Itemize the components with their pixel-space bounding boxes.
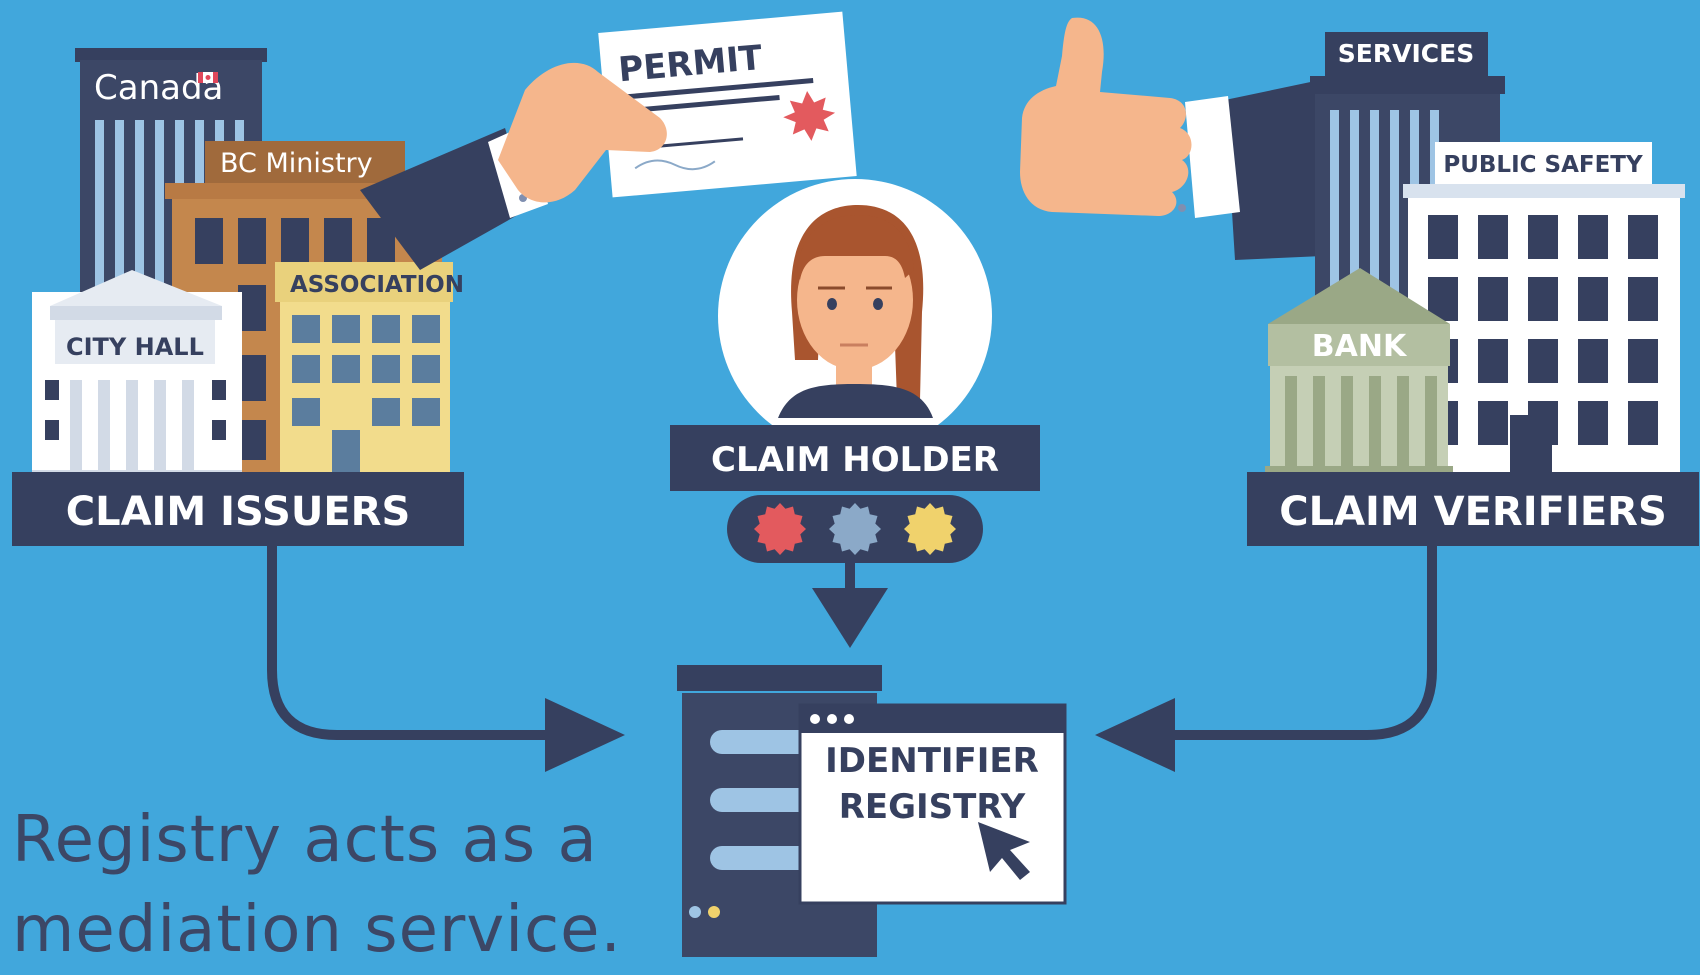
verifiers-to-registry-line	[1150, 545, 1437, 740]
thumbs-up-icon	[1020, 17, 1192, 216]
registry-window: IDENTIFIER REGISTRY	[798, 703, 1067, 905]
claim-verifiers-label: CLAIM VERIFIERS	[1279, 489, 1667, 535]
identifier-registry-group: IDENTIFIER REGISTRY	[677, 665, 1067, 957]
claim-holder-group: CLAIM HOLDER	[670, 179, 1040, 563]
claim-holder-banner	[670, 425, 1040, 491]
bank-label: BANK	[1312, 329, 1408, 364]
canada-flag-icon	[198, 72, 218, 83]
bc-ministry-label: BC Ministry	[220, 148, 373, 179]
issuers-arrowhead	[545, 698, 625, 772]
holder-arrowhead	[812, 588, 888, 648]
permit-seal-icon	[783, 91, 836, 141]
claim-badges	[754, 503, 956, 555]
claim-issuers-label: CLAIM ISSUERS	[66, 489, 411, 535]
public-safety-label: PUBLIC SAFETY	[1443, 152, 1643, 178]
claim-badge-icon	[904, 503, 956, 555]
holder-avatar	[778, 205, 933, 418]
cursor-icon	[978, 822, 1030, 880]
claim-badge-icon	[754, 503, 806, 555]
association-building: ASSOCIATION	[275, 262, 464, 482]
claim-holder-label: CLAIM HOLDER	[711, 440, 999, 480]
association-label: ASSOCIATION	[290, 272, 464, 298]
claim-issuers-group: Canada BC Ministry ASSOCIATION	[12, 48, 464, 546]
claim-issuers-banner	[12, 472, 464, 546]
city-hall-building: CITY HALL	[32, 270, 242, 482]
services-label: SERVICES	[1338, 39, 1474, 68]
permit-document: PERMIT	[598, 11, 857, 198]
issuer-hand	[498, 62, 667, 203]
caption-text: Registry acts as a mediation service.	[12, 795, 632, 975]
bank-building: BANK	[1265, 268, 1453, 478]
registry-line-2: REGISTRY	[839, 787, 1026, 827]
claim-verifiers-banner	[1247, 472, 1699, 546]
claim-verifiers-group: SERVICES PUBLIC SAFETY BANK	[1247, 32, 1699, 546]
flow-arrows	[267, 545, 1437, 772]
city-hall-label: CITY HALL	[66, 333, 204, 361]
issuers-to-registry-line	[267, 545, 565, 740]
caption-line-2: mediation service.	[12, 893, 622, 967]
claim-badge-icon	[829, 503, 881, 555]
caption-line-1: Registry acts as a	[12, 803, 598, 877]
registry-line-1: IDENTIFIER	[825, 741, 1039, 781]
verifiers-arrowhead	[1095, 698, 1175, 772]
